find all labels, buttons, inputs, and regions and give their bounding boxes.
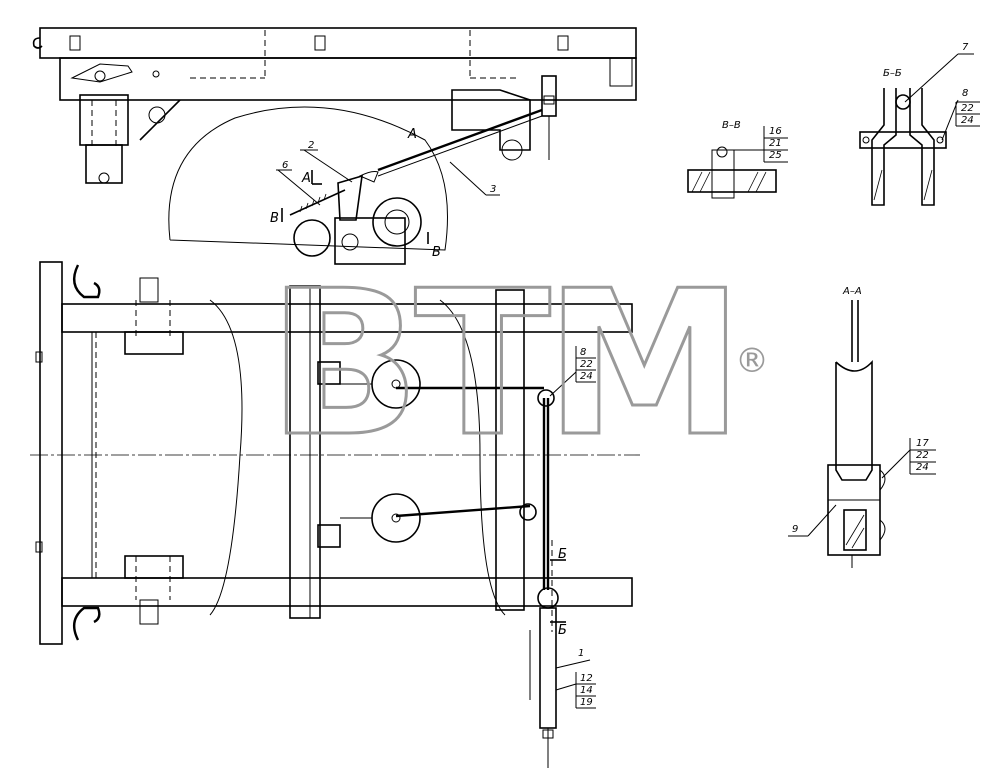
watermark-registered: ®	[735, 341, 769, 381]
leader-2: 2	[308, 140, 314, 151]
callout-aa-1: 17	[916, 438, 929, 449]
callout-low: 12 14 19	[555, 672, 596, 709]
labels: В–В Б–Б А–А А А В В Б Б 2 6 3 7 8 9 1	[270, 42, 974, 669]
callout-bb-1: 22	[961, 103, 974, 114]
section-vv-drawing	[687, 146, 777, 199]
view-mark-b-top: Б	[558, 547, 567, 562]
cable-top	[377, 108, 543, 177]
chassis-plan-view	[30, 261, 640, 768]
callout-aa-2: 22	[916, 450, 929, 461]
callout-aa-3: 24	[916, 462, 929, 473]
callout-bb: 22 24	[955, 101, 980, 127]
callout-mid-2: 22	[580, 359, 593, 370]
leader-7: 7	[962, 42, 969, 53]
callout-mid-3: 24	[580, 371, 593, 382]
callout-low-2: 14	[580, 685, 593, 696]
callout-mid-1: 8	[580, 347, 586, 358]
view-mark-a-top: А	[407, 127, 417, 142]
view-mark-v-right: В	[432, 245, 441, 260]
leader-1: 1	[578, 648, 584, 659]
detail-outline	[168, 106, 448, 251]
leader-3: 3	[490, 184, 496, 195]
section-title-aa: А–А	[842, 286, 862, 297]
callout-low-3: 19	[580, 697, 593, 708]
view-mark-v-left: В	[270, 211, 279, 226]
section-title-vv: В–В	[722, 120, 741, 131]
leader-9: 9	[792, 524, 798, 535]
watermark: BTM ®	[267, 247, 770, 483]
brake-chamber-detail	[289, 171, 422, 265]
section-bb-drawing	[859, 88, 947, 206]
callout-mid: 8 22 24	[549, 346, 596, 397]
frame-side-view	[32, 27, 637, 184]
callout-vv-2: 21	[769, 138, 782, 149]
callout-vv: 16 21 25	[730, 126, 788, 163]
watermark-brand: BTM	[268, 248, 738, 481]
leader-6: 6	[282, 160, 288, 171]
callout-aa: 17 22 24	[881, 438, 936, 479]
view-mark-b-bottom: Б	[558, 623, 567, 638]
section-title-bb: Б–Б	[883, 68, 902, 79]
leader-8: 8	[962, 88, 968, 99]
callout-vv-3: 25	[769, 150, 782, 161]
callout-vv-1: 16	[769, 126, 782, 137]
callout-bb-2: 24	[961, 115, 974, 126]
section-aa-drawing	[827, 300, 886, 568]
callout-low-1: 12	[580, 673, 593, 684]
view-mark-a-left: А	[301, 171, 311, 186]
